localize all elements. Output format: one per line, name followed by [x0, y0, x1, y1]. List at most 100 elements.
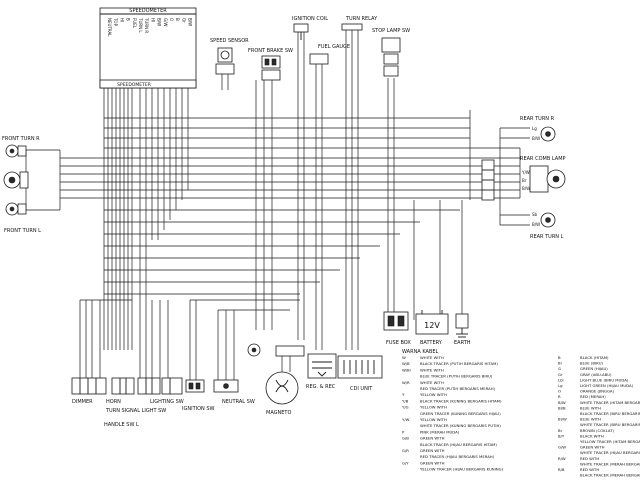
rear-left-wire-1: Sb [532, 212, 538, 217]
fuse-box: FUSE BOX [383, 311, 411, 346]
rear-turn-left: Sb B/W REAR TURN L [530, 212, 564, 240]
speedometer-pin-label: HI [119, 18, 124, 22]
headlamp [3, 171, 29, 189]
legend-left-column: W WHITE WITH W/B BLACK TRACER (PUTIH BERGAR… [402, 355, 504, 472]
legend-code: Y/B [402, 398, 409, 403]
legend-description: YELLOW WITH [420, 417, 447, 422]
legend-description: YELLOW WITH [420, 392, 447, 397]
cdi-unit: CDI UNIT [337, 355, 383, 392]
legend-code: Lg [558, 383, 563, 388]
handle-switch-left: DIMMER HORN TURN SIGNAL LIGHT SW LIGHTIN… [71, 377, 184, 428]
ignition-coil: IGNITION COIL [292, 16, 328, 40]
legend-description: RED WITH [580, 467, 599, 472]
fuel-gauge-label: FUEL GAUGE [318, 44, 350, 50]
turn-relay: TURN RELAY [341, 16, 378, 31]
legend-description: ORANGE (JINGGA) [580, 389, 615, 394]
legend-description: YELLOW TRACER (HITAM BERGARIS KUNING) [580, 439, 640, 444]
front-turn-left: FRONT TURN L [4, 202, 41, 234]
speedometer-pin-label: B/W [157, 18, 162, 26]
speedometer-pin-label: O [169, 18, 174, 21]
turn-relay-label: TURN RELAY [345, 16, 378, 22]
legend-description: LIGHT BLUE (BIRU MUDA) [580, 377, 629, 382]
horn-label: HORN [106, 399, 121, 405]
legend-code: Bl/B [558, 405, 566, 410]
legend-code: G [558, 366, 561, 371]
speedometer-pin-label: TURN L [138, 17, 143, 33]
speedometer-pin-label: G/W [163, 18, 168, 26]
speedometer-pin-label: FUEL [132, 18, 137, 29]
rear-connector-block [481, 159, 495, 201]
legend-code: R [558, 394, 561, 399]
legend-code: G/Y [402, 460, 409, 465]
speedometer-pin-label: TURN R [144, 17, 149, 33]
rear-comb-lamp-label: REAR COMB LAMP [520, 156, 566, 162]
legend-description: BLACK WITH [580, 433, 604, 438]
legend-description: GREEN (HIJAU) [580, 366, 608, 371]
pickup-coil [247, 343, 261, 357]
legend-code: Y/G [402, 405, 409, 410]
stop-lamp-sw-label: STOP LAMP SW [372, 28, 410, 34]
speedometer-label: SPEEDOMETER [129, 8, 167, 14]
wire-color-legend: WARNA KABEL W WHITE WITH W/B BLACK TRACER (… [402, 349, 640, 478]
legend-description: WHITE WITH [420, 355, 444, 360]
legend-code: B/W [558, 400, 566, 405]
rear-center-wire-3: B/W [522, 186, 530, 191]
earth-label: EARTH [454, 340, 471, 346]
wire-harness [25, 28, 530, 380]
legend-code: B/Y [558, 433, 565, 438]
legend-description: RED WITH [580, 456, 599, 461]
legend-code: G/B [402, 436, 409, 441]
legend-description: WHITE TRACER (MERAH BERGARIS PUTIH) [580, 461, 640, 466]
front-turn-r-label: FRONT TURN R [2, 136, 40, 142]
rear-right-wire-2: B/W [532, 136, 540, 141]
legend-code: W/R [402, 380, 410, 385]
legend-description: GREEN WITH [420, 436, 445, 441]
legend-description: GREEN TRACER (KUNING BERGARIS HIJAU) [420, 411, 501, 416]
legend-code: W/Bl [402, 367, 411, 372]
legend-description: GREEN WITH [420, 460, 445, 465]
magneto-label: MAGNETO [266, 410, 291, 416]
main-horizontal-runs [60, 117, 520, 295]
legend-description: GREEN WITH [420, 448, 445, 453]
rear-turn-r-label: REAR TURN R [520, 116, 555, 122]
legend-description: RED TRACER (HIJAU BERGARIS MERAH) [420, 454, 495, 459]
fuse-box-label: FUSE BOX [386, 340, 411, 346]
legend-code: W/B [402, 361, 410, 366]
rear-right-wire-1: Lg [532, 126, 537, 131]
speedometer-pin-label: HI [150, 18, 155, 22]
rear-turn-l-label: REAR TURN L [530, 234, 564, 240]
legend-code: G/W [558, 445, 566, 450]
legend-description: LIGHT GREEN (HIJAU MUDA) [580, 383, 634, 388]
neutral-switch: NEUTRAL SW [213, 379, 255, 405]
legend-description: GREEN WITH [580, 445, 605, 450]
stop-lamp-switch: STOP LAMP SW [372, 28, 410, 77]
legend-code: W [402, 355, 406, 360]
legend-description: WHITE TRACER (KUNING BERGARIS PUTIH) [420, 423, 501, 428]
legend-title: WARNA KABEL [402, 349, 439, 355]
legend-code: Gr [558, 372, 563, 377]
legend-description: WHITE TRACER (HITAM BERGARIS PUTIH) [580, 400, 640, 405]
legend-description: WHITE WITH [420, 367, 444, 372]
rear-turn-right: REAR TURN R Lg B/W [520, 116, 556, 142]
legend-description: BLACK TRACER (PUTIH BERGARIS HITAM) [420, 361, 498, 366]
front-turn-harness [25, 149, 61, 211]
battery: 12V BATTERY [415, 310, 449, 346]
cdi-unit-label: CDI UNIT [350, 386, 373, 392]
legend-description: BLACK TRACER (MERAH BERGARIS HITAM) [580, 473, 640, 478]
legend-description: WHITE TRACER (HIJAU BERGARIS PUTIH) [580, 450, 640, 455]
legend-code: Lbl [558, 377, 564, 382]
legend-code: P [402, 429, 405, 434]
legend-code: Br [558, 428, 563, 433]
speedometer-pin-label: B [175, 18, 180, 21]
legend-description: RED TRACER (PUTIH BERGARIS MERAH) [420, 386, 496, 391]
speedometer-pin-label: NEUTRAL [107, 18, 112, 37]
rear-harness [499, 127, 530, 226]
legend-code: R/W [558, 456, 566, 461]
speed-sensor-label: SPEED SENSOR [210, 38, 249, 44]
speedometer-pin-label: Gr [181, 18, 186, 23]
legend-code: G/R [402, 448, 409, 453]
legend-description: RED (MERAH) [580, 394, 606, 399]
front-turn-right: FRONT TURN R [2, 136, 40, 158]
handle-sw-l-label: HANDLE SW L [104, 422, 139, 428]
